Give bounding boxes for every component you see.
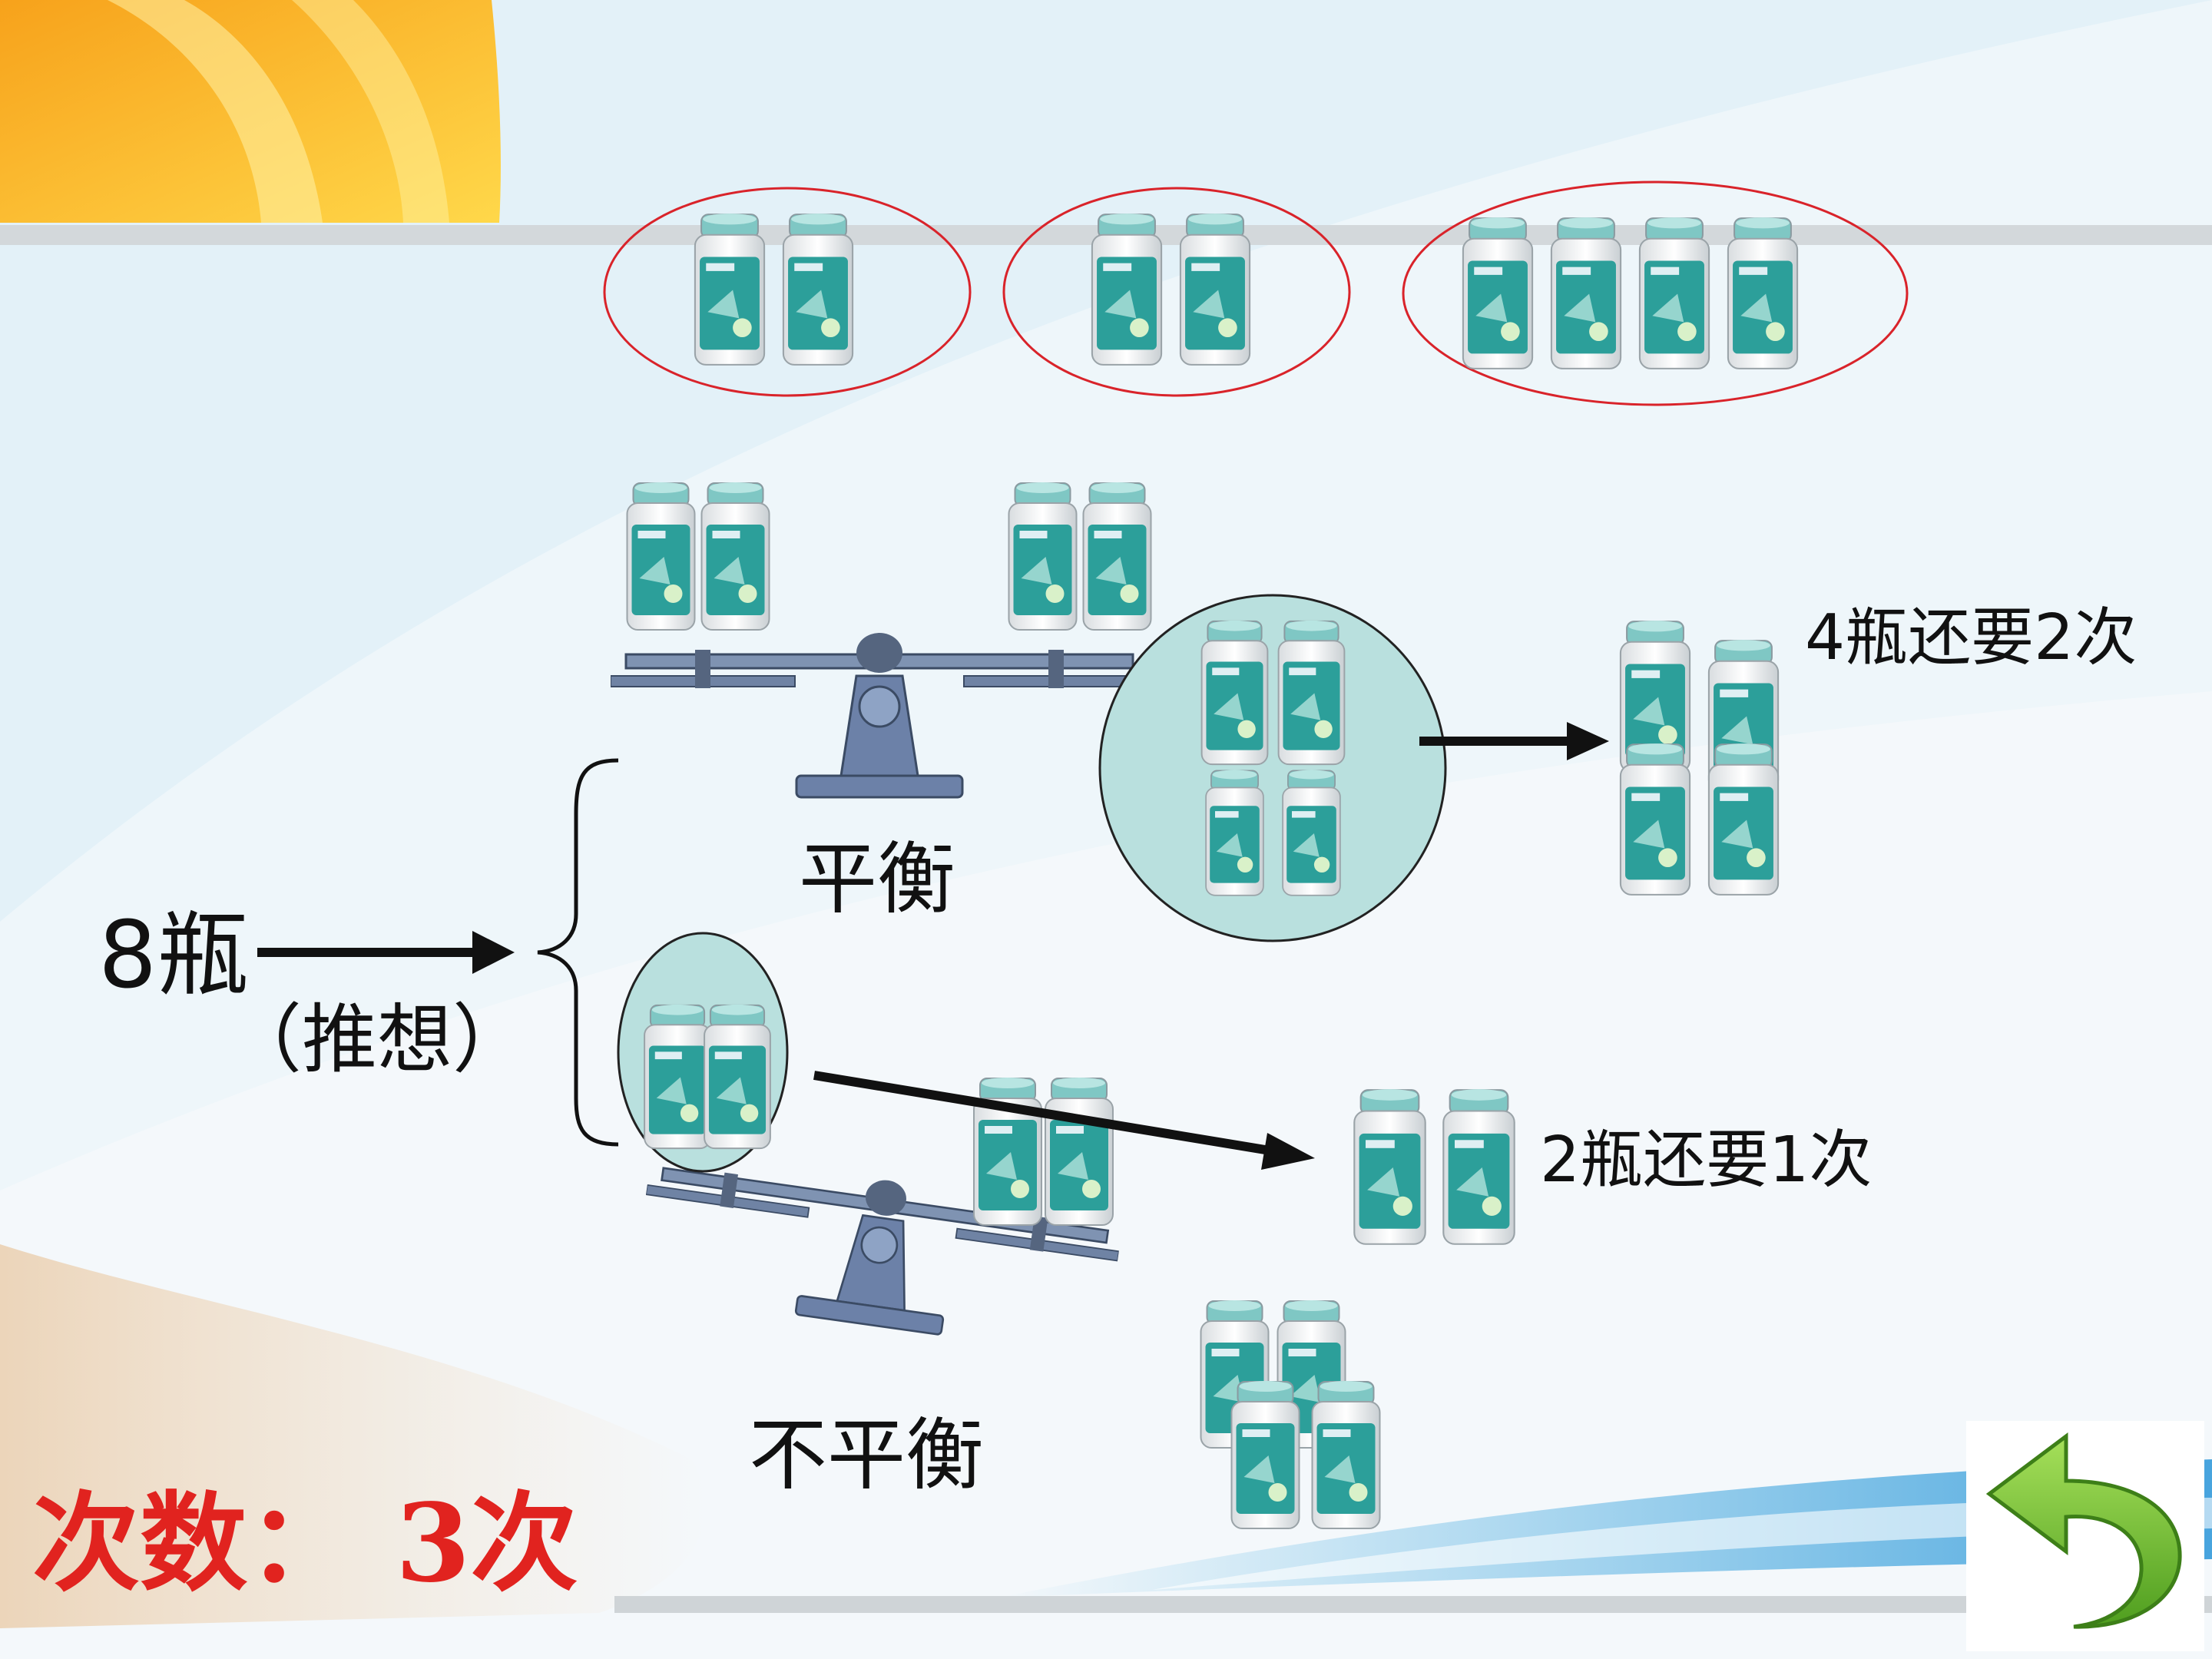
total-bottles-label: 8瓶	[98, 902, 250, 1009]
group-of-2-a	[603, 187, 972, 397]
heavy-side-bottles	[973, 1077, 1114, 1226]
branch-brace	[537, 758, 619, 1147]
bottle-icon	[1442, 1088, 1515, 1245]
count-value: 3次	[396, 1481, 578, 1607]
suspect-two-circle	[617, 932, 789, 1173]
back-button[interactable]	[1966, 1421, 2204, 1651]
guess-label: （推想）	[227, 996, 528, 1084]
leftover-four-bottles	[1200, 1299, 1381, 1530]
four-bottles-result-text: 4瓶还要2次	[1805, 601, 2137, 674]
count-label: 次数：	[32, 1481, 356, 1607]
group-of-4	[1402, 180, 1909, 406]
bottle-icon	[644, 1003, 711, 1150]
two-bottles-result	[1353, 1088, 1515, 1245]
remaining-four-circle	[1098, 594, 1447, 942]
main-arrow	[257, 931, 515, 974]
group-of-2-b	[1002, 187, 1351, 397]
bottle-icon	[1353, 1088, 1426, 1245]
unbalanced-label: 不平衡	[749, 1410, 984, 1502]
arrow-to-two	[813, 1071, 1315, 1170]
balanced-label: 平衡	[799, 834, 955, 926]
bottle-icon	[1311, 1379, 1381, 1530]
back-arrow-icon	[1985, 1432, 2182, 1629]
bottle-icon	[1230, 1379, 1300, 1530]
bottle-icon	[1045, 1077, 1114, 1226]
arrow-to-four	[1419, 722, 1609, 760]
bottle-icon	[704, 1003, 771, 1150]
two-bottles-result-text: 2瓶还要1次	[1540, 1124, 1873, 1197]
